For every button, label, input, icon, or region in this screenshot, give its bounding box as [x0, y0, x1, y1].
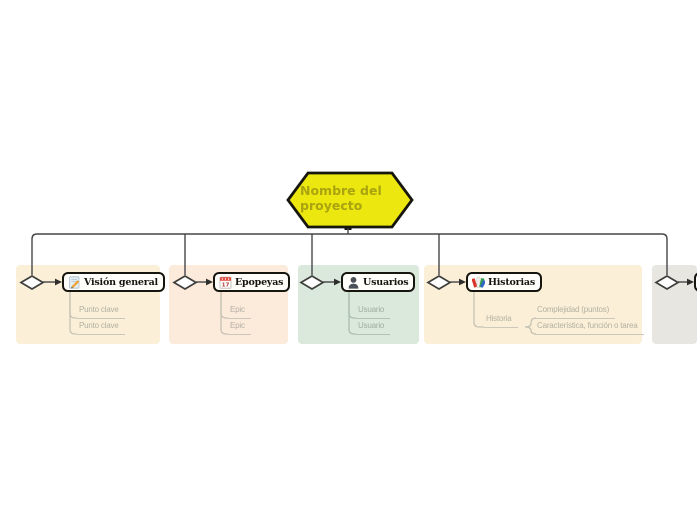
collapse-toggle[interactable] [654, 274, 680, 291]
branch-block-clipped [652, 265, 697, 344]
root-node[interactable]: Nombre del proyecto [286, 170, 414, 230]
collapse-toggle[interactable] [172, 274, 198, 291]
books-icon [472, 276, 485, 289]
topic-label: Historias [488, 276, 535, 288]
arrowheads [55, 278, 694, 286]
child-node[interactable]: Punto clave [77, 304, 125, 319]
svg-text:17: 17 [222, 282, 230, 288]
child-node[interactable]: Punto clave [77, 320, 125, 335]
calendar-icon: 17 [219, 276, 232, 289]
child-node[interactable]: Epic [228, 304, 251, 319]
topic-historias[interactable]: Historias [466, 272, 542, 292]
collapse-toggle[interactable] [299, 274, 325, 291]
topic-label: Usuarios [363, 276, 409, 288]
root-hexagon-shape [286, 171, 414, 229]
topic-vision-general[interactable]: Visión general [62, 272, 165, 292]
topic-label: Epopeyas [235, 276, 284, 288]
child-node[interactable]: Epic [228, 320, 251, 335]
topic-epopeyas[interactable]: 17 Epopeyas [213, 272, 291, 292]
person-icon [347, 276, 360, 289]
child-node[interactable]: Usuario [356, 304, 391, 319]
collapse-toggle[interactable] [19, 274, 45, 291]
child-node[interactable]: Usuario [356, 320, 391, 335]
child-node[interactable]: Característica, función o tarea [535, 320, 644, 335]
topic-usuarios[interactable]: Usuarios [341, 272, 416, 292]
collapse-toggle[interactable] [426, 274, 452, 291]
topic-label: Visión general [84, 276, 158, 288]
child-node[interactable]: Historia [484, 313, 518, 328]
child-node[interactable]: Complejidad (puntos) [535, 304, 616, 319]
root-node-label: Nombre del proyecto [300, 183, 382, 213]
memo-icon [68, 275, 81, 289]
